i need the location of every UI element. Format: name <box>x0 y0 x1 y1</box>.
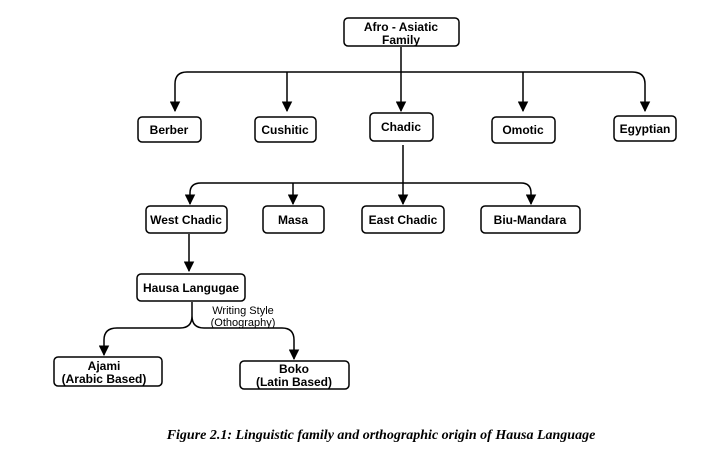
node-ajami-label: Ajami(Arabic Based) <box>62 359 147 386</box>
node-west-chadic: West Chadic <box>145 205 228 234</box>
node-masa: Masa <box>262 205 325 234</box>
connector-level4-bar <box>103 315 295 341</box>
node-omotic-label: Omotic <box>502 123 544 137</box>
node-boko: Boko(Latin Based) <box>239 360 350 390</box>
connectors-level-3 <box>98 234 300 361</box>
text-line: West Chadic <box>150 213 222 227</box>
edge-label-writing-style: Writing Style(Othography) <box>211 305 276 329</box>
node-berber: Berber <box>137 116 202 143</box>
node-chadic: Chadic <box>369 112 434 142</box>
text-line: Hausa Langugae <box>143 281 239 295</box>
node-ajami: Ajami(Arabic Based) <box>53 356 163 387</box>
node-biu-mandara-label: Biu-Mandara <box>494 213 567 227</box>
text-line: (Latin Based) <box>256 375 332 389</box>
text-line: Family <box>382 33 420 47</box>
node-masa-label: Masa <box>278 213 308 227</box>
node-east-chadic-label: East Chadic <box>369 213 438 227</box>
text-line: (Arabic Based) <box>62 372 147 386</box>
connectors-level-2 <box>184 145 537 206</box>
node-biu-mandara: Biu-Mandara <box>480 205 581 234</box>
node-egyptian: Egyptian <box>613 115 677 142</box>
text-line: Biu-Mandara <box>494 213 567 227</box>
text-line: Cushitic <box>261 123 309 137</box>
node-cushitic-label: Cushitic <box>261 123 309 137</box>
text-line: Chadic <box>381 120 421 134</box>
text-line: Writing Style <box>212 305 274 317</box>
text-line: Ajami <box>88 359 121 373</box>
connector-level2-bar <box>189 182 532 194</box>
node-east-chadic: East Chadic <box>361 205 445 234</box>
node-boko-label: Boko(Latin Based) <box>256 362 332 389</box>
node-cushitic: Cushitic <box>254 116 317 143</box>
connector-level1-bar <box>174 71 646 85</box>
text-line: Omotic <box>502 123 544 137</box>
node-egyptian-label: Egyptian <box>620 122 671 136</box>
connectors-level-1 <box>169 47 651 113</box>
node-berber-label: Berber <box>150 123 189 137</box>
text-line: (Othography) <box>211 317 276 329</box>
text-line: Berber <box>150 123 189 137</box>
text-line: Afro - Asiatic <box>364 20 439 34</box>
text-line: Masa <box>278 213 308 227</box>
node-chadic-label: Chadic <box>381 120 421 134</box>
node-hausa-language-label: Hausa Langugae <box>143 281 239 295</box>
node-west-chadic-label: West Chadic <box>150 213 222 227</box>
text-line: Egyptian <box>620 122 671 136</box>
node-omotic: Omotic <box>491 116 556 144</box>
figure-caption: Figure 2.1: Linguistic family and orthog… <box>166 428 596 443</box>
node-hausa-language: Hausa Langugae <box>136 273 246 302</box>
text-line: East Chadic <box>369 213 438 227</box>
text-line: Boko <box>279 362 309 376</box>
